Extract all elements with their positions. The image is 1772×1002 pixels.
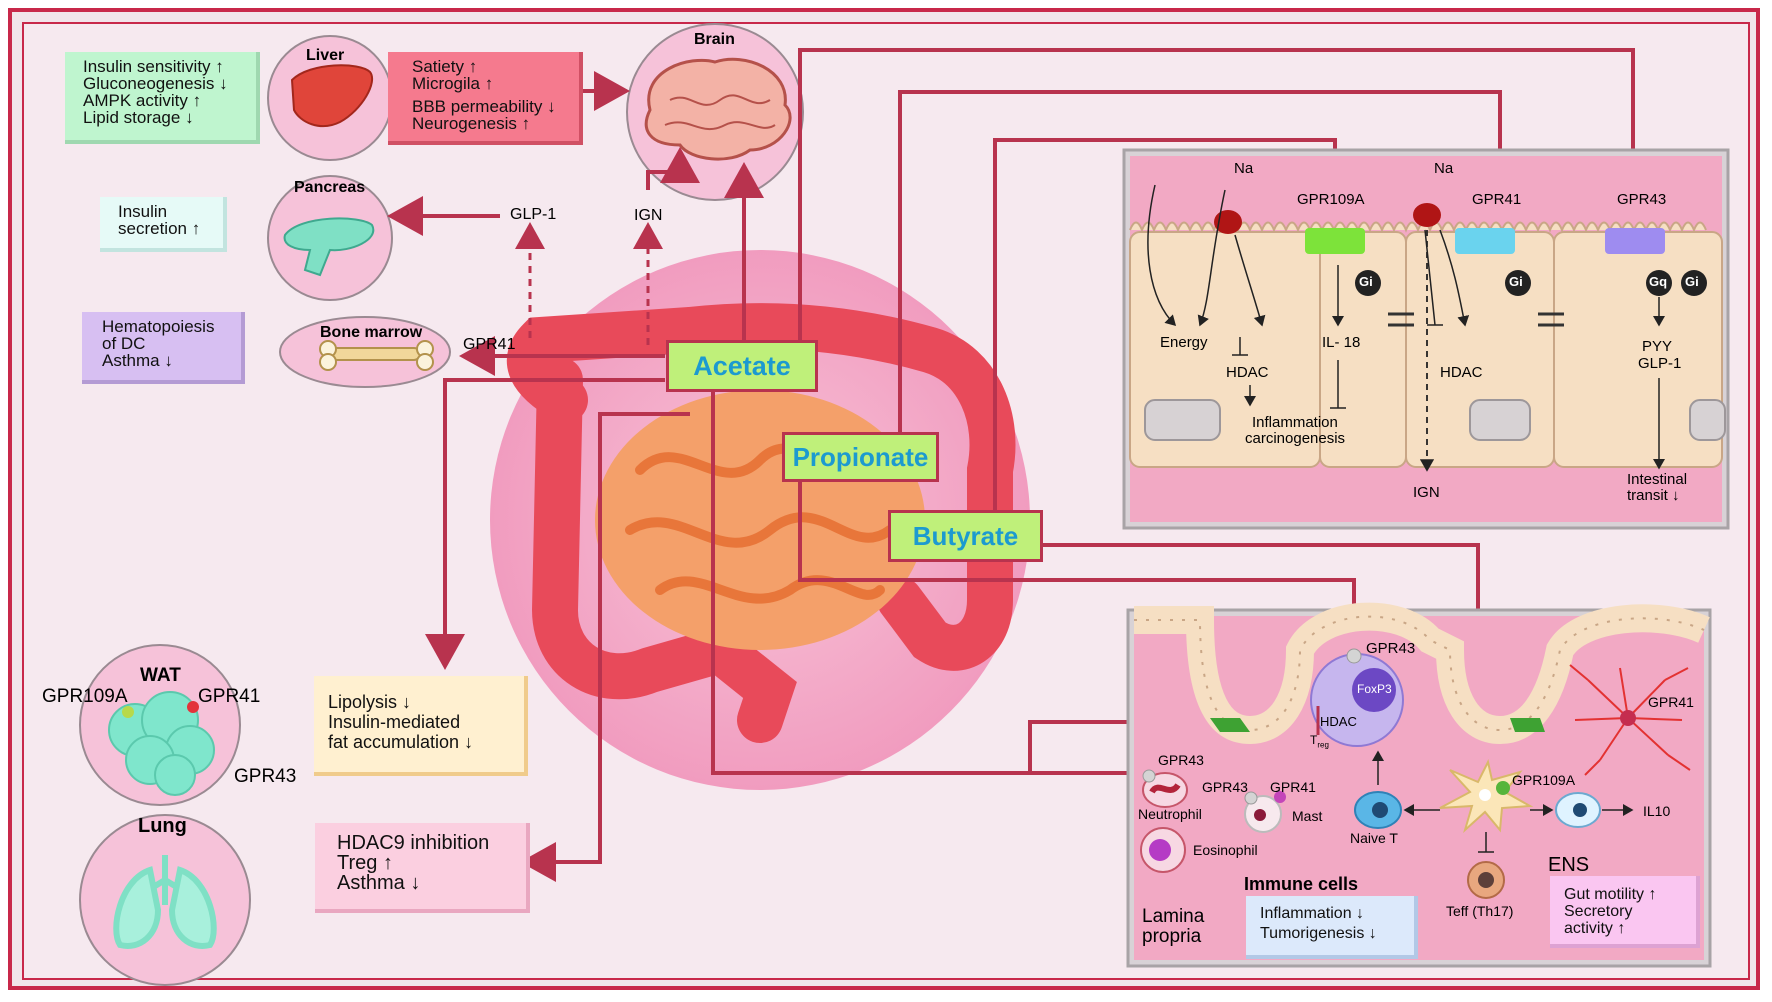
mast-label: Mast [1292,808,1323,824]
naive-t-label: Naive T [1350,830,1398,846]
ens-label: ENS [1548,854,1590,876]
butyrate-label: Butyrate [888,510,1043,562]
gpr109a-receptor [1305,228,1365,254]
lung-title: Lung [138,815,187,837]
treg-t: T [1310,733,1318,747]
neutrophil-label: Neutrophil [1138,806,1202,822]
glp1-label: GLP-1 [510,206,557,223]
colon-shape [506,303,1016,671]
gi-badge-2 [1505,270,1531,296]
neutrophil-gpr43-label: GPR43 [1158,752,1204,768]
gi-label-1: Gi [1359,274,1373,289]
ens-neuron [1569,664,1691,776]
dc-gpr109a-label: GPR109A [1512,772,1576,788]
bone-icon [329,347,421,361]
energy-label: Energy [1160,334,1208,351]
carcinogenesis-label: carcinogenesis [1245,430,1346,447]
wat-gpr41-label: GPR41 [198,686,261,707]
lung-icon [113,855,217,949]
lamina-label: Lamina [1142,906,1205,927]
il10-label: IL10 [1643,803,1671,819]
eosinophil-label: Eosinophil [1193,842,1258,858]
gpr41-bone-label: GPR41 [463,336,516,353]
epi-gpr43-label: GPR43 [1617,191,1667,208]
treg-gpr43-label: GPR43 [1366,640,1416,657]
epi-gpr41-label: GPR41 [1472,191,1522,208]
na-label-2: Na [1434,160,1454,177]
il18-label: IL- 18 [1322,334,1361,351]
gpr109a-dot [122,706,134,718]
brain-icon [644,57,792,161]
ens-gpr41-label: GPR41 [1648,694,1694,710]
na-channel-1 [1214,210,1242,234]
pancreas-title: Pancreas [294,179,366,196]
liver-title: Liver [306,47,345,64]
propria-label: propria [1142,926,1202,947]
colon-descending [531,357,797,743]
gi-label-2: Gi [1509,274,1523,289]
gq-label: Gq [1649,274,1668,289]
immune-effects-box: Inflammation ↓Tumorigenesis ↓ [1246,896,1418,959]
pancreas-icon [283,217,375,277]
hdac-label-2: HDAC [1440,364,1483,381]
brain-title: Brain [694,31,735,48]
treg-label: Treg [1310,733,1329,749]
treg-hdac-label: HDAC [1320,714,1357,729]
na-label-1: Na [1234,160,1254,177]
foxp3-nucleus [1352,668,1396,712]
gi-label-3: Gi [1685,274,1699,289]
gpr41-receptor [1455,228,1515,254]
gq-badge [1646,270,1672,296]
pyy-label: PYY [1642,338,1673,355]
bone-marrow-title: Bone marrow [320,324,423,341]
gi-badge-3 [1681,270,1707,296]
hdac-label-1: HDAC [1226,364,1269,381]
mast-gpr41-label: GPR41 [1270,779,1316,795]
acetate-label: Acetate [666,340,818,392]
wat-title: WAT [140,665,181,686]
liver-effects-box: Insulin sensitivity ↑Gluconeogenesis ↓AM… [65,52,260,144]
liver-icon [290,64,373,128]
treg-sub: reg [1317,740,1329,750]
mast-gpr43-label: GPR43 [1202,779,1248,795]
teff-label: Teff (Th17) [1446,903,1514,919]
glp1-epi-label: GLP-1 [1638,355,1682,372]
ign-label: IGN [634,207,663,224]
epi-gpr109a-label: GPR109A [1297,191,1365,208]
gi-badge-1 [1355,270,1381,296]
inflammation-label: Inflammation [1252,414,1338,431]
na-channel-2 [1413,203,1441,227]
gpr43-receptor [1605,228,1665,254]
immune-cells-title: Immune cells [1244,874,1359,894]
gpr41-dot [187,701,199,713]
wat-adipocytes-icon [108,691,215,796]
foxp3-label: FoxP3 [1357,682,1392,696]
transit-label: transit ↓ [1627,487,1680,504]
wat-gpr109a-label: GPR109A [42,686,128,707]
ign-epi-label: IGN [1413,484,1440,501]
wat-gpr43-label: GPR43 [234,766,297,787]
propionate-label: Propionate [782,432,939,482]
intestinal-label: Intestinal [1627,471,1688,488]
brain-effects-box: Satiety ↑Microgila ↑BBB permeability ↓Ne… [388,52,583,145]
